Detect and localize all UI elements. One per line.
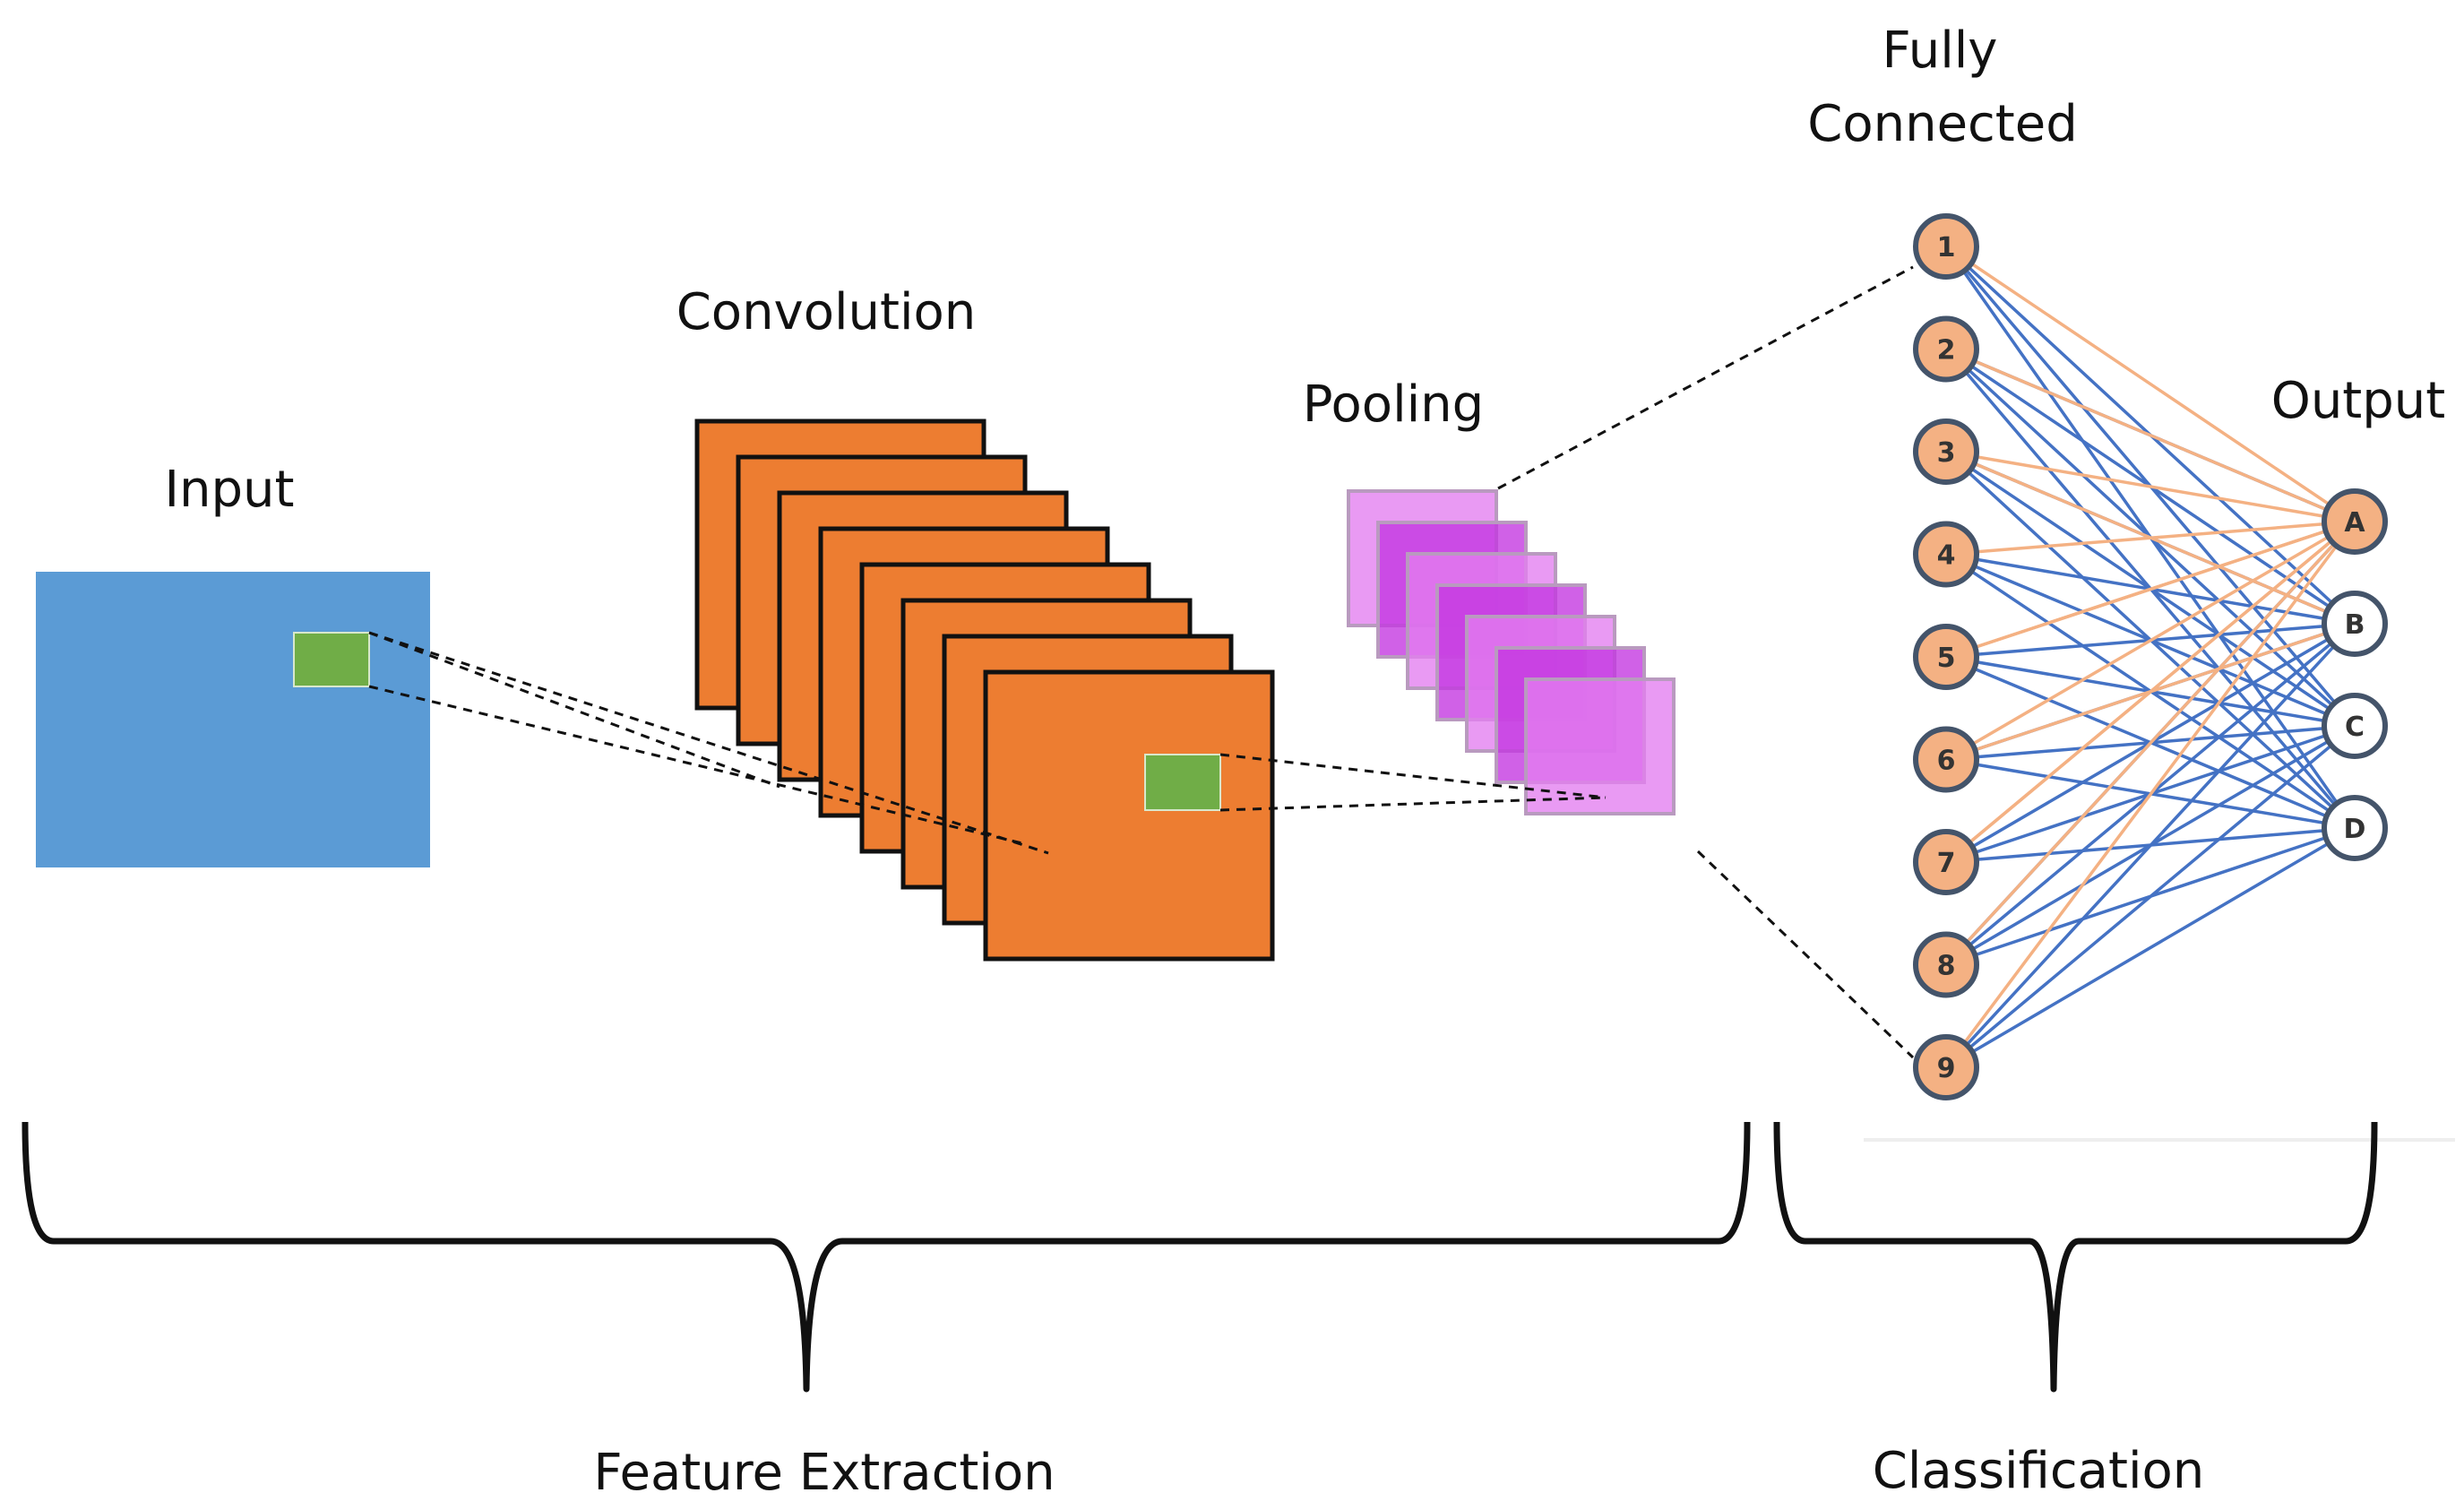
fc-node-label: 4 bbox=[1937, 540, 1956, 572]
output-node bbox=[2322, 591, 2388, 657]
fc-edge bbox=[1945, 826, 2356, 1069]
input-label: Input bbox=[164, 461, 294, 519]
input-to-conv-lines bbox=[368, 631, 1049, 855]
convolution-label: Convolution bbox=[676, 283, 977, 341]
fc-edge bbox=[1944, 724, 2356, 1069]
fully-connected-edges bbox=[1944, 245, 2356, 1069]
output-node bbox=[2322, 488, 2388, 555]
fc-edge bbox=[1945, 622, 2356, 762]
feature-extraction-brace bbox=[22, 1121, 1751, 1393]
convolution-feature-maps bbox=[694, 418, 1275, 962]
fc-node-label: 9 bbox=[1937, 1053, 1956, 1084]
input-image bbox=[36, 572, 430, 867]
fc-node-label: 2 bbox=[1937, 335, 1956, 367]
fc-edge bbox=[1945, 347, 2356, 523]
output-node-label: C bbox=[2345, 712, 2365, 743]
fc-node-label: 8 bbox=[1937, 951, 1956, 982]
output-layer: A B C D bbox=[2322, 488, 2388, 861]
fc-node-label: 5 bbox=[1937, 643, 1956, 674]
fc-edge bbox=[1945, 520, 2356, 762]
fc-node bbox=[1913, 829, 1979, 895]
pool-to-fc-lines bbox=[1497, 265, 1915, 1059]
fc-edge bbox=[1945, 450, 2356, 523]
fc-edge bbox=[1945, 450, 2356, 626]
output-node bbox=[2322, 693, 2388, 759]
conv-feature-map bbox=[983, 669, 1275, 962]
classification-brace bbox=[1773, 1121, 2378, 1393]
fc-node bbox=[1913, 315, 1979, 383]
fc-node-label: 6 bbox=[1937, 746, 1956, 777]
output-node-label: D bbox=[2344, 814, 2366, 845]
fc-node bbox=[1913, 213, 1979, 280]
conv-receptive-field bbox=[1144, 754, 1221, 811]
fc-node bbox=[1913, 931, 1979, 998]
output-node bbox=[2322, 795, 2388, 861]
fc-node bbox=[1913, 418, 1979, 485]
fc-edge bbox=[1945, 520, 2356, 659]
fc-node bbox=[1913, 624, 1979, 690]
feature-extraction-label: Feature Extraction bbox=[593, 1444, 1055, 1502]
pooling-label: Pooling bbox=[1303, 375, 1484, 434]
fc-node bbox=[1913, 1034, 1979, 1100]
classification-label: Classification bbox=[1873, 1442, 2205, 1500]
fully-connected-label-line2: Connected bbox=[1807, 95, 2078, 153]
fc-edge bbox=[1944, 622, 2356, 1069]
output-node-label: B bbox=[2345, 609, 2365, 641]
pooling-feature-maps bbox=[1347, 489, 1676, 815]
fully-connected-layer: 1 2 3 4 5 6 7 8 9 bbox=[1913, 213, 1979, 1100]
output-node-label: A bbox=[2344, 507, 2365, 539]
fc-node-label: 1 bbox=[1937, 232, 1956, 263]
fc-edge bbox=[1944, 520, 2356, 1069]
fc-node bbox=[1913, 521, 1979, 588]
fully-connected-label-line1: Fully bbox=[1882, 22, 1998, 80]
fc-edge bbox=[1945, 245, 2356, 523]
fc-node-label: 7 bbox=[1937, 848, 1956, 879]
pool-feature-map bbox=[1524, 677, 1676, 815]
fc-node-label: 3 bbox=[1937, 437, 1956, 469]
conv-to-pool-lines bbox=[1219, 753, 1607, 812]
fc-node bbox=[1913, 726, 1979, 793]
output-label: Output bbox=[2271, 372, 2446, 430]
input-receptive-field bbox=[293, 632, 370, 687]
